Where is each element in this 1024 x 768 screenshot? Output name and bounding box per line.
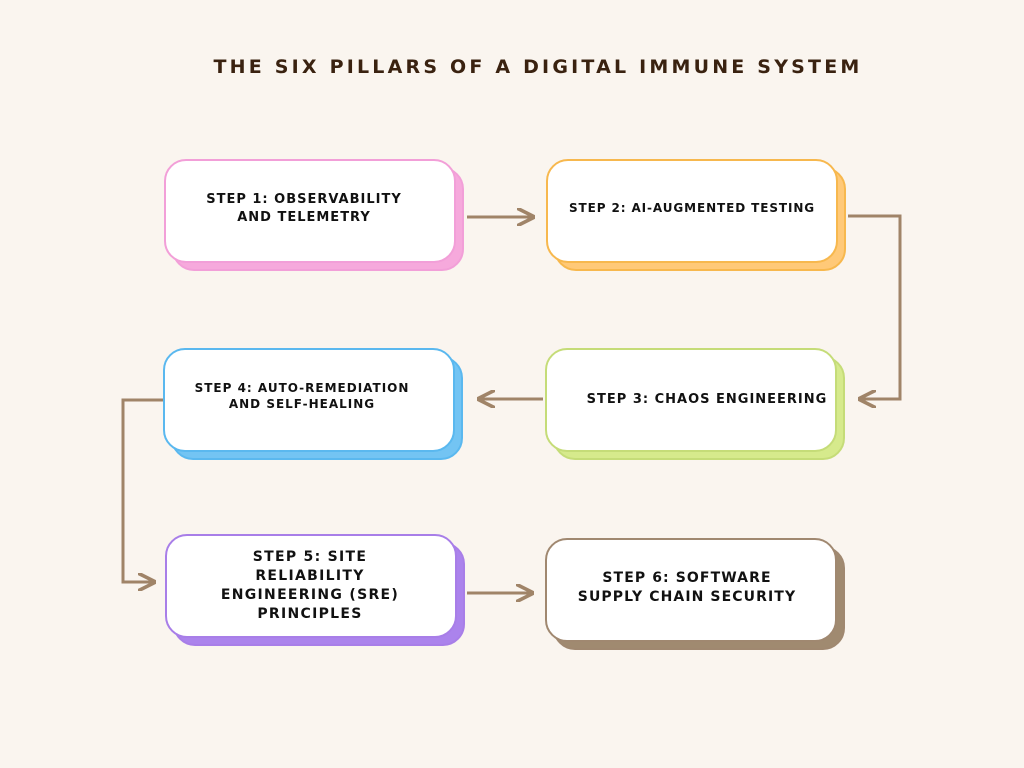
- step-5-box: STEP 5: SITE RELIABILITY ENGINEERING (SR…: [165, 534, 465, 646]
- step-3-box: STEP 3: CHAOS ENGINEERING: [545, 348, 845, 460]
- step-3-card: STEP 3: CHAOS ENGINEERING: [545, 348, 837, 452]
- step-6-box: STEP 6: SOFTWARE SUPPLY CHAIN SECURITY: [545, 538, 845, 650]
- step-1-label: STEP 1: OBSERVABILITY AND TELEMETRY: [206, 192, 402, 225]
- step-6-label: STEP 6: SOFTWARE SUPPLY CHAIN SECURITY: [577, 570, 797, 605]
- diagram-title: THE SIX PILLARS OF A DIGITAL IMMUNE SYST…: [213, 56, 863, 78]
- step-1-card: STEP 1: OBSERVABILITY AND TELEMETRY: [164, 159, 456, 263]
- step-1-box: STEP 1: OBSERVABILITY AND TELEMETRY: [164, 159, 464, 271]
- step-2-label: STEP 2: AI-AUGMENTED TESTING: [568, 200, 816, 215]
- step-6-card: STEP 6: SOFTWARE SUPPLY CHAIN SECURITY: [545, 538, 837, 642]
- step-2-card: STEP 2: AI-AUGMENTED TESTING: [546, 159, 838, 263]
- step-3-label: STEP 3: CHAOS ENGINEERING: [586, 392, 828, 408]
- step-4-label: STEP 4: AUTO-REMEDIATION AND SELF-HEALIN…: [194, 380, 410, 411]
- arrow-2-to-3: [848, 214, 902, 399]
- step-5-label: STEP 5: SITE RELIABILITY ENGINEERING (SR…: [220, 549, 400, 622]
- step-4-card: STEP 4: AUTO-REMEDIATION AND SELF-HEALIN…: [163, 348, 455, 452]
- arrow-4-to-5: [121, 398, 163, 582]
- step-5-card: STEP 5: SITE RELIABILITY ENGINEERING (SR…: [165, 534, 457, 638]
- step-2-box: STEP 2: AI-AUGMENTED TESTING: [546, 159, 846, 271]
- step-4-box: STEP 4: AUTO-REMEDIATION AND SELF-HEALIN…: [163, 348, 463, 460]
